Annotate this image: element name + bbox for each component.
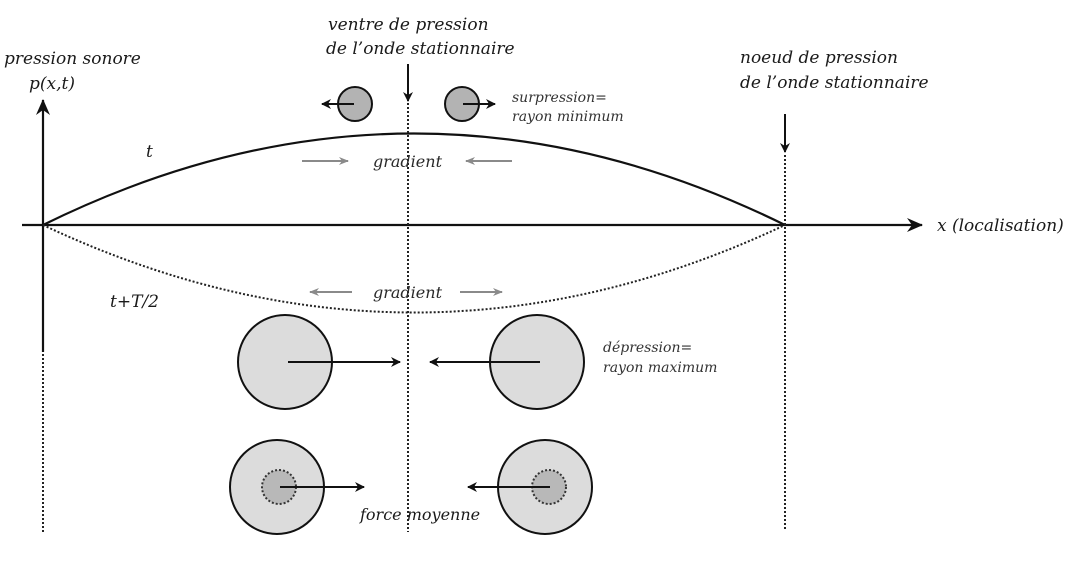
gradient-bottom-label: gradient [373,283,443,302]
mean-bubble-left [229,439,365,535]
mean-bubble-right [467,439,593,535]
y-axis-title-line2: p(x,t) [29,74,75,94]
small-bubble-right [444,86,496,122]
node-label-line2: de l’onde stationnaire [740,73,929,93]
large-bubble-right [429,314,585,410]
y-axis-title-line1: pression sonore [4,49,141,69]
mean-force-label: force moyenne [359,505,480,524]
compression-note-line1: surpression= [512,90,607,106]
small-bubble-left [321,86,373,122]
large-bubble-left [237,314,401,410]
rarefaction-note-line1: dépression= [603,340,692,356]
node-label-line1: noeud de pression [740,48,898,68]
antinode-label-line1: ventre de pression [328,15,489,35]
pressure-curve-t-plus-half-period [42,224,786,314]
x-axis-title: x (localisation) [937,216,1064,236]
compression-note-line2: rayon minimum [512,109,624,125]
pressure-curve-t [42,132,786,226]
antinode-label-line2: de l’onde stationnaire [326,39,515,59]
curve-label-t-plus-half: t+T/2 [110,292,159,312]
curve-label-t: t [146,142,153,162]
rarefaction-note-line2: rayon maximum [603,360,717,376]
gradient-top-label: gradient [373,152,443,171]
